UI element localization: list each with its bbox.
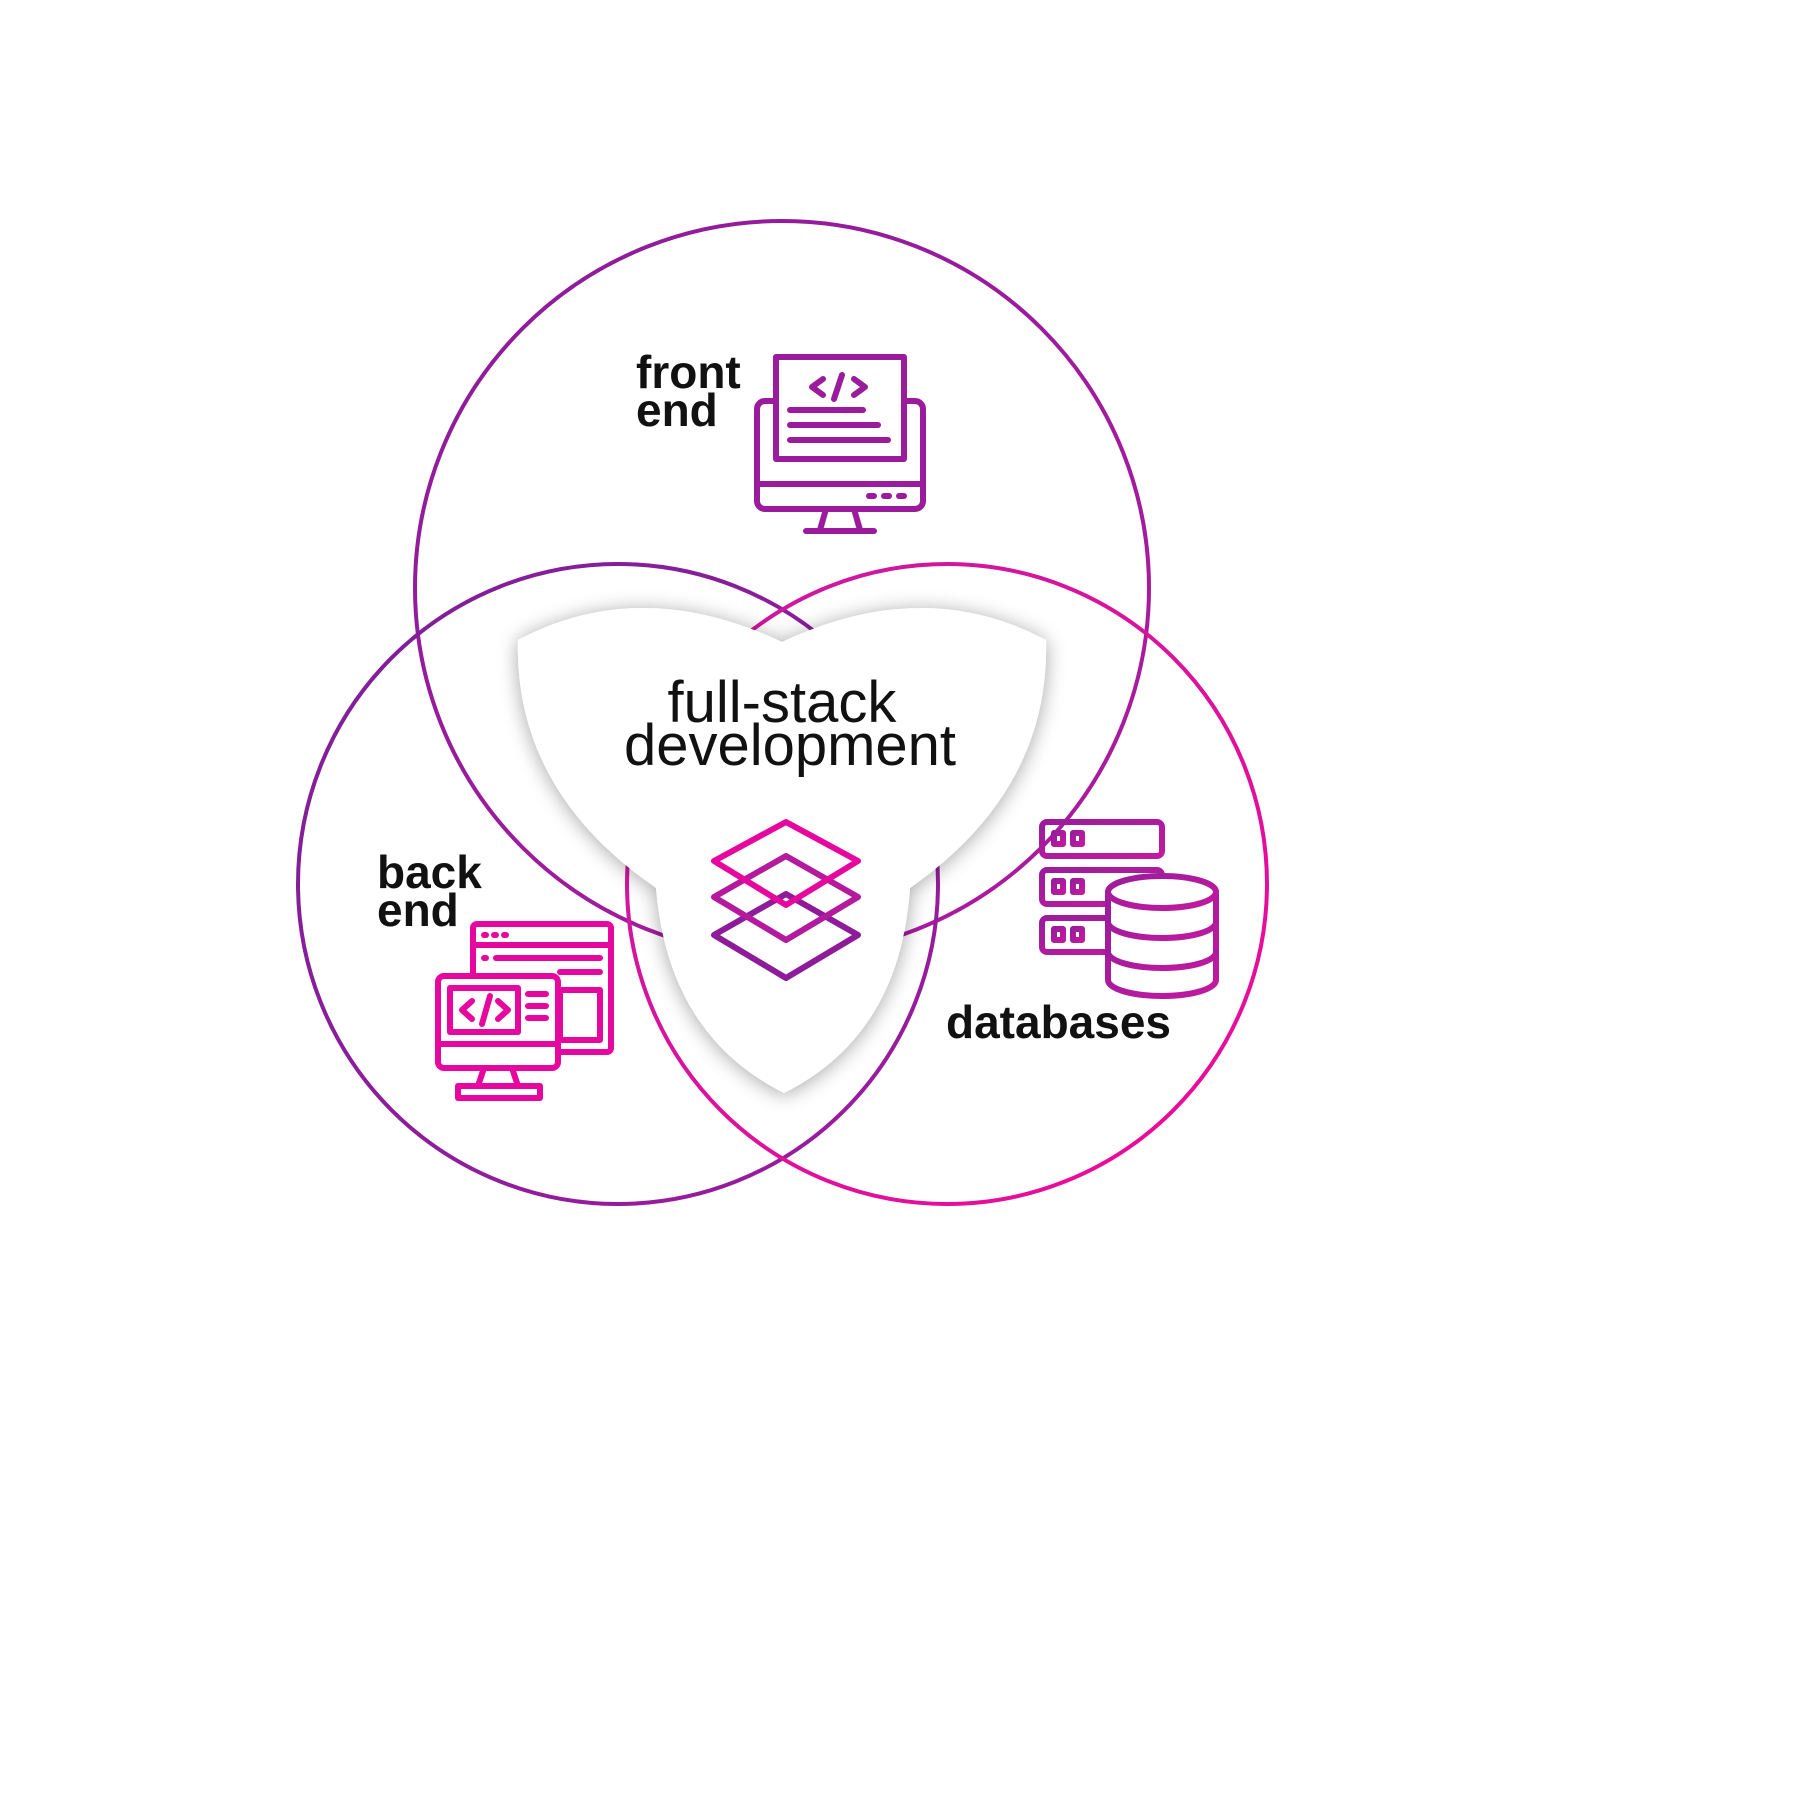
svg-text:full-stack development: full-stack development <box>624 670 956 778</box>
layers-icon <box>711 819 861 981</box>
back-end-label-line1: back <box>377 846 482 898</box>
front-end-label-line2: end <box>636 384 718 436</box>
center-label-line1: full-stack <box>668 670 898 735</box>
center-intersection-panel <box>517 607 1047 1093</box>
center-label-line2: development <box>624 713 956 778</box>
back-end-circle <box>296 562 940 1206</box>
code-windows-icon <box>435 921 614 1101</box>
svg-text:databases: databases <box>946 996 1171 1048</box>
front-end-label-line1: front <box>636 346 741 398</box>
monitor-code-icon <box>754 354 926 534</box>
svg-text:front end: front end <box>636 346 754 436</box>
databases-label: databases <box>946 996 1171 1048</box>
databases-circle <box>625 562 1269 1206</box>
back-end-label-line2: end <box>377 884 459 936</box>
server-database-icon <box>1039 819 1219 999</box>
svg-text:back end: back end <box>377 846 495 936</box>
